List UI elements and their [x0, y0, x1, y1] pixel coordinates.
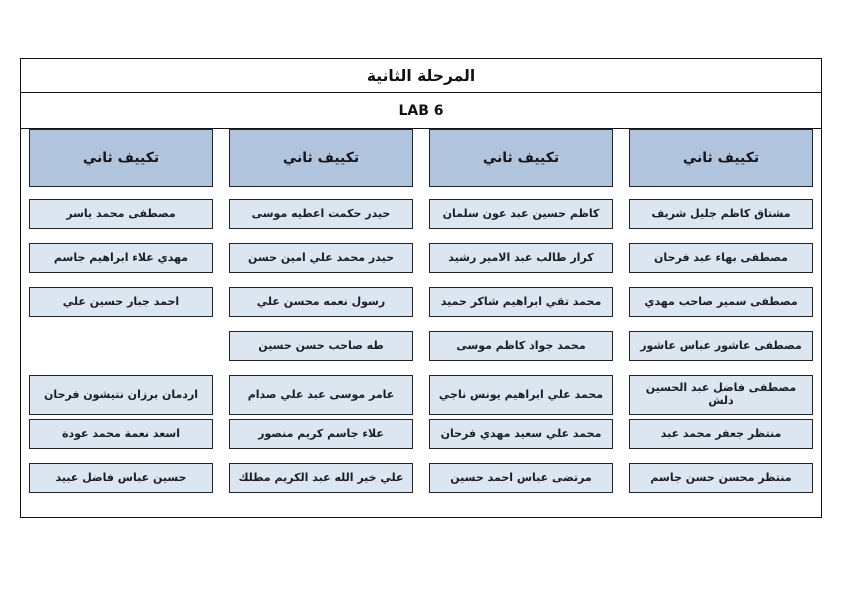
- roster-grid: تكييف ثاني مشتاق كاظم جليل شريف مصطفى به…: [21, 129, 821, 517]
- column-header-3: تكييف ثاني: [229, 129, 413, 187]
- student-name: مصطفى محمد ياسر: [66, 206, 176, 220]
- student-name: مصطفى عاشور عباس عاشور: [640, 338, 802, 352]
- table-title-row: المرحلة الثانية: [21, 59, 821, 93]
- table-row: مصطفى محمد ياسر: [29, 199, 213, 229]
- student-name: مهدي علاء ابراهيم جاسم: [53, 250, 189, 264]
- table-row: مصطفى بهاء عبد فرحان: [629, 243, 813, 273]
- table-row: احمد جبار حسين علي: [29, 287, 213, 317]
- column-header-label: تكييف ثاني: [482, 150, 560, 166]
- table-row: كرار طالب عبد الامير رشيد: [429, 243, 613, 273]
- table-row: مصطفى عاشور عباس عاشور: [629, 331, 813, 361]
- student-name: حيدر حكمت اعطيه موسى: [251, 206, 391, 220]
- student-name: مصطفى سمير صاحب مهدي: [644, 294, 798, 308]
- student-name: مصطفى فاضل عبد الحسين دلش: [645, 381, 797, 407]
- table-row: علاء جاسم كريم منصور: [229, 419, 413, 449]
- roster-column-4: تكييف ثاني مصطفى محمد ياسر مهدي علاء ابر…: [21, 129, 221, 517]
- student-name: كاظم حسين عبد عون سلمان: [442, 206, 600, 220]
- student-name: اردمان برزان نتيشون فرحان: [43, 387, 199, 401]
- student-name: عامر موسى عبد علي صدام: [247, 387, 395, 401]
- student-name: منتظر محسن حسن جاسم: [650, 470, 792, 484]
- table-row: كاظم حسين عبد عون سلمان: [429, 199, 613, 229]
- table-row: محمد علي سعيد مهدي فرحان: [429, 419, 613, 449]
- table-row: اردمان برزان نتيشون فرحان: [29, 375, 213, 415]
- student-name: اسعد نعمة محمد عودة: [61, 426, 181, 440]
- table-row: رسول نعمه محسن علي: [229, 287, 413, 317]
- roster-column-1: تكييف ثاني مشتاق كاظم جليل شريف مصطفى به…: [621, 129, 821, 517]
- column-header-label: تكييف ثاني: [82, 150, 160, 166]
- student-name: علي خير الله عبد الكريم مطلك: [238, 470, 404, 484]
- table-row: اسعد نعمة محمد عودة: [29, 419, 213, 449]
- table-row: محمد علي ابراهيم يونس ناجي: [429, 375, 613, 415]
- table-row: مصطفى فاضل عبد الحسين دلش: [629, 375, 813, 415]
- student-name: محمد تقي ابراهيم شاكر حميد: [440, 294, 602, 308]
- student-name: مشتاق كاظم جليل شريف: [651, 206, 791, 220]
- student-name: طه صاحب حسن حسين: [258, 338, 384, 352]
- table-row: منتظر جعفر محمد عبد: [629, 419, 813, 449]
- student-name: رسول نعمه محسن علي: [256, 294, 386, 308]
- table-row: مشتاق كاظم جليل شريف: [629, 199, 813, 229]
- table-row: محمد جواد كاظم موسى: [429, 331, 613, 361]
- table-row: مصطفى سمير صاحب مهدي: [629, 287, 813, 317]
- student-name: حسين عباس فاضل عبيد: [55, 470, 187, 484]
- roster-column-2: تكييف ثاني كاظم حسين عبد عون سلمان كرار …: [421, 129, 621, 517]
- table-row: طه صاحب حسن حسين: [229, 331, 413, 361]
- student-name: علاء جاسم كريم منصور: [258, 426, 384, 440]
- student-name: محمد علي سعيد مهدي فرحان: [440, 426, 602, 440]
- table-row: علي خير الله عبد الكريم مطلك: [229, 463, 413, 493]
- student-name: محمد علي ابراهيم يونس ناجي: [438, 387, 604, 401]
- student-name: احمد جبار حسين علي: [62, 294, 180, 308]
- student-name: كرار طالب عبد الامير رشيد: [448, 250, 594, 264]
- column-header-2: تكييف ثاني: [429, 129, 613, 187]
- column-header-4: تكييف ثاني: [29, 129, 213, 187]
- page-title: المرحلة الثانية: [366, 66, 476, 85]
- student-name: حيدر محمد علي امين حسن: [247, 250, 394, 264]
- column-header-1: تكييف ثاني: [629, 129, 813, 187]
- table-row: حيدر محمد علي امين حسن: [229, 243, 413, 273]
- column-header-label: تكييف ثاني: [682, 150, 760, 166]
- roster-column-3: تكييف ثاني حيدر حكمت اعطيه موسى حيدر محم…: [221, 129, 421, 517]
- table-row: حيدر حكمت اعطيه موسى: [229, 199, 413, 229]
- table-row-empty: [29, 331, 213, 361]
- table-row: منتظر محسن حسن جاسم: [629, 463, 813, 493]
- table-row: حسين عباس فاضل عبيد: [29, 463, 213, 493]
- roster-table: المرحلة الثانية LAB 6 تكييف ثاني مشتاق ك…: [20, 58, 822, 518]
- student-name: مرتضى عباس احمد حسين: [450, 470, 592, 484]
- student-name: محمد جواد كاظم موسى: [456, 338, 586, 352]
- lab-label: LAB 6: [398, 102, 444, 119]
- table-lab-row: LAB 6: [21, 93, 821, 129]
- table-row: مرتضى عباس احمد حسين: [429, 463, 613, 493]
- student-name: منتظر جعفر محمد عبد: [660, 426, 782, 440]
- table-row: عامر موسى عبد علي صدام: [229, 375, 413, 415]
- table-row: مهدي علاء ابراهيم جاسم: [29, 243, 213, 273]
- student-name: مصطفى بهاء عبد فرحان: [654, 250, 788, 264]
- column-header-label: تكييف ثاني: [282, 150, 360, 166]
- table-row: محمد تقي ابراهيم شاكر حميد: [429, 287, 613, 317]
